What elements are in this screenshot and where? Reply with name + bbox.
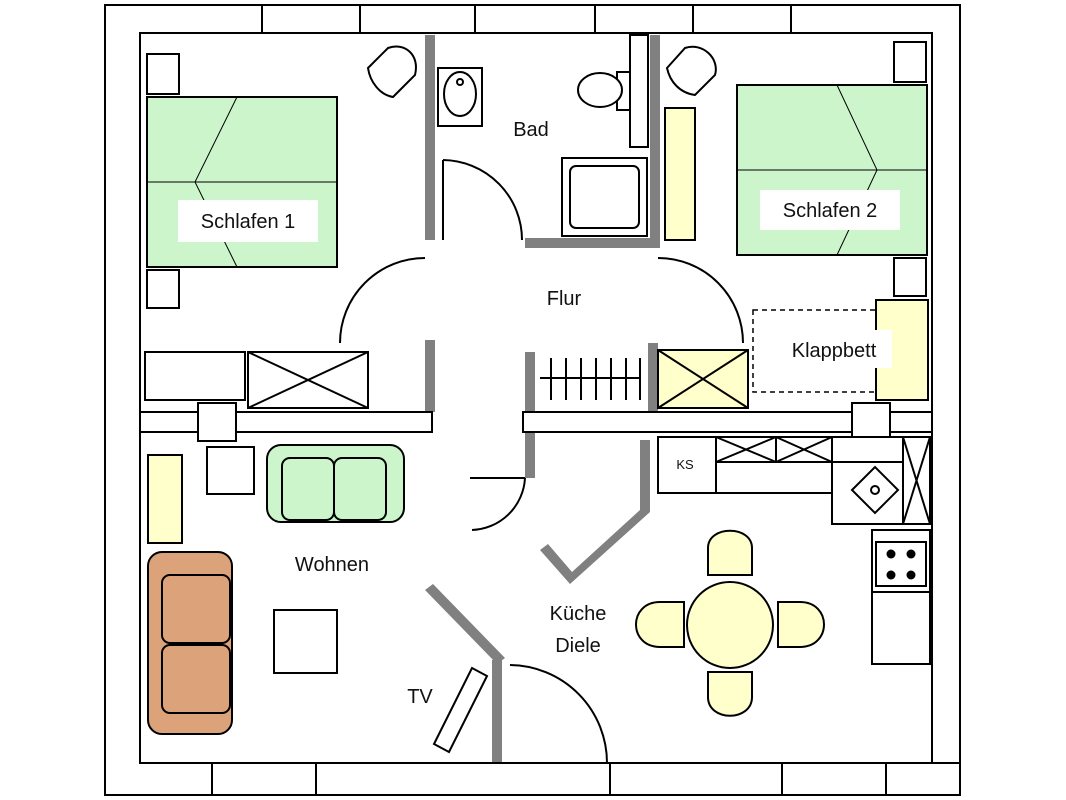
windows: [211, 4, 961, 796]
shelf-schlafen-2: [664, 107, 696, 241]
label-schlafen-2: Schlafen 2: [783, 200, 878, 222]
partition-wall: [139, 402, 933, 442]
label-diele: Diele: [555, 635, 601, 657]
chair-icon: [366, 45, 417, 99]
label-kueche: Küche: [550, 603, 607, 625]
interior-walls: [425, 35, 660, 762]
stairs-icon: [540, 358, 641, 400]
wardrobe-schlafen-1: [144, 351, 369, 409]
label-klappbett: Klappbett: [792, 340, 877, 362]
side-table: [206, 446, 255, 495]
shower-icon: [561, 157, 648, 237]
tv-icon: [432, 666, 489, 754]
green-sofa: [266, 444, 405, 523]
folding-bed: Klappbett: [752, 299, 929, 401]
bath-pipe: [629, 34, 649, 148]
dining-table: [635, 529, 825, 717]
label-flur: Flur: [547, 288, 582, 310]
stove-icon: [875, 541, 927, 587]
wardrobe-flur: [657, 349, 749, 409]
label-bad: Bad: [513, 119, 549, 141]
nightstand: [893, 257, 927, 297]
label-wohnen: Wohnen: [295, 554, 369, 576]
orange-sofa: [147, 551, 233, 735]
doors: [339, 159, 744, 764]
room-label-schlafen-2: Schlafen 2: [760, 190, 900, 230]
nightstand: [146, 269, 180, 309]
nightstand: [893, 41, 927, 83]
label-tv: TV: [407, 686, 433, 708]
nightstand: [146, 53, 180, 95]
sink-icon: [437, 67, 483, 127]
shelf-wohnen: [147, 454, 183, 544]
room-label-schlafen-1: Schlafen 1: [178, 200, 318, 242]
label-schlafen-1: Schlafen 1: [201, 211, 296, 233]
chair-icon: [665, 45, 717, 97]
coffee-table: [273, 609, 338, 674]
kitchen-sink-icon: [850, 465, 900, 515]
label-ks: KS: [676, 457, 694, 472]
toilet-icon: [577, 71, 632, 111]
